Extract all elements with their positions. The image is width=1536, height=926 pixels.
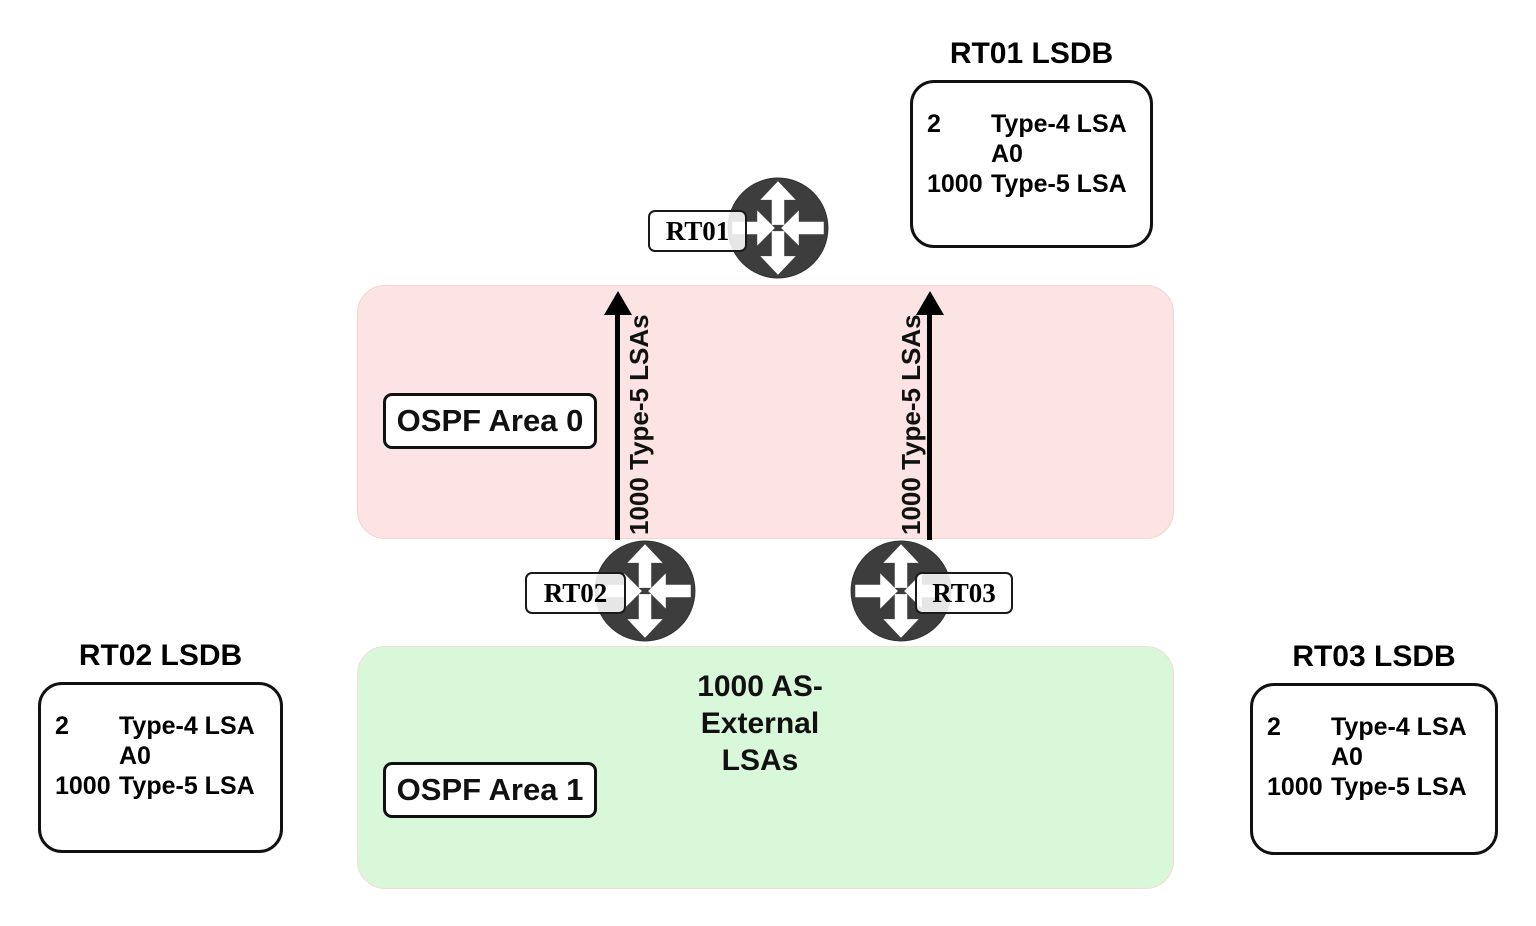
annotation-line: 1000 AS-	[697, 670, 823, 703]
flood-arrow-rt02-arrowhead-icon	[604, 291, 632, 315]
ospf-area-1-label-text: OSPF Area 1	[396, 772, 584, 807]
flood-arrow-rt03-line	[927, 312, 932, 540]
lsdb-type: Type-4 LSA A0	[1331, 713, 1466, 771]
router-label-rt02: RT02	[525, 572, 626, 614]
lsdb-type: Type-4 LSA A0	[119, 712, 254, 770]
router-rt01	[726, 176, 830, 280]
lsdb-type: Type-4 LSA A0	[991, 110, 1126, 168]
lsdb-box-rt03: 2 Type-4 LSA A0 1000 Type-5 LSA	[1250, 683, 1498, 855]
flood-arrow-rt03-arrowhead-icon	[916, 291, 944, 315]
lsdb-title-rt02: RT02 LSDB	[78, 639, 243, 672]
ospf-area-1-label: OSPF Area 1	[383, 762, 597, 818]
router-label-rt01: RT01	[648, 210, 747, 252]
lsdb-type: Type-5 LSA	[991, 170, 1127, 198]
lsdb-row: 1000 Type-5 LSA	[55, 771, 272, 801]
lsdb-count: 1000	[55, 772, 111, 800]
lsdb-row: 2 Type-4 LSA A0	[927, 109, 1142, 169]
router-label-rt03: RT03	[915, 572, 1013, 614]
lsdb-count: 2	[927, 110, 941, 138]
lsdb-title-rt01: RT01 LSDB	[949, 37, 1114, 70]
annotation-line: LSAs	[721, 744, 799, 777]
annotation-line: External	[700, 707, 820, 740]
lsdb-row: 2 Type-4 LSA A0	[55, 711, 272, 771]
lsdb-box-rt01: 2 Type-4 LSA A0 1000 Type-5 LSA	[910, 80, 1153, 248]
flood-arrow-rt02-label: 1000 Type-5 LSAs	[624, 314, 654, 535]
lsdb-count: 2	[1267, 713, 1281, 741]
lsdb-type: Type-5 LSA	[1331, 773, 1467, 801]
router-rt03	[849, 539, 953, 643]
lsdb-title-rt03: RT03 LSDB	[1292, 640, 1456, 673]
lsdb-type: Type-5 LSA	[119, 772, 255, 800]
lsdb-count: 1000	[927, 170, 983, 198]
ospf-area-0-label: OSPF Area 0	[383, 393, 597, 449]
lsdb-row: 2 Type-4 LSA A0	[1267, 712, 1487, 772]
router-icon	[727, 177, 829, 279]
lsdb-box-rt02: 2 Type-4 LSA A0 1000 Type-5 LSA	[38, 682, 283, 853]
as-external-lsas-annotation: 1000 AS- External LSAs	[660, 668, 860, 779]
flood-arrow-rt02-line	[615, 312, 620, 540]
lsdb-count: 2	[55, 712, 69, 740]
lsdb-count: 1000	[1267, 773, 1323, 801]
router-icon	[850, 540, 952, 642]
lsdb-row: 1000 Type-5 LSA	[1267, 772, 1487, 802]
flood-arrow-rt03-label: 1000 Type-5 LSAs	[896, 314, 926, 535]
ospf-area-0-label-text: OSPF Area 0	[396, 403, 584, 438]
lsdb-row: 1000 Type-5 LSA	[927, 169, 1142, 199]
